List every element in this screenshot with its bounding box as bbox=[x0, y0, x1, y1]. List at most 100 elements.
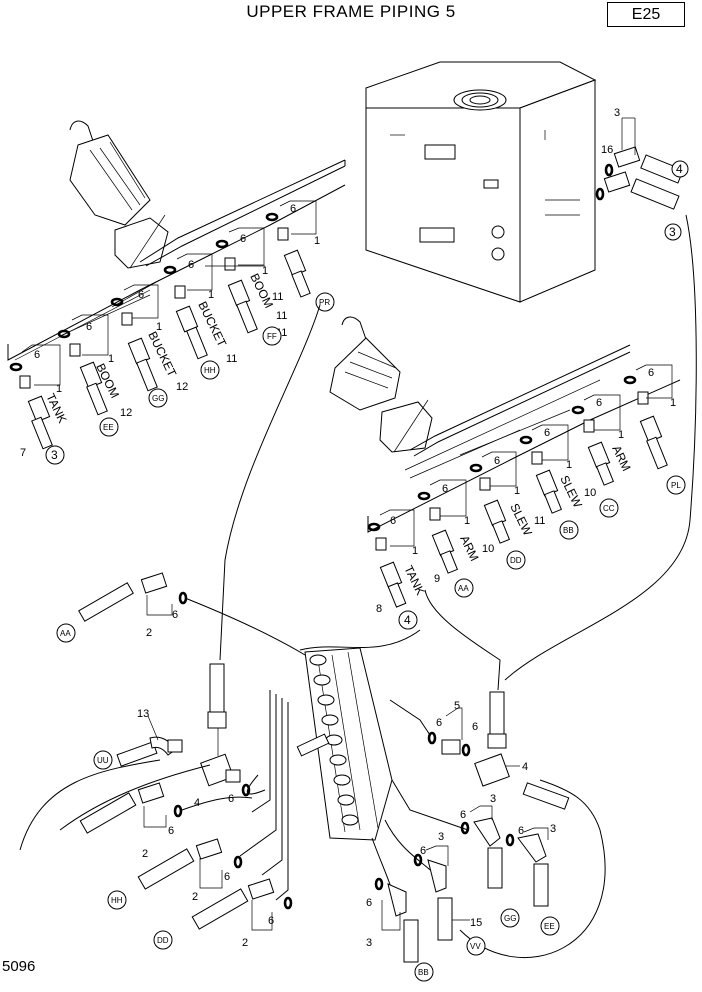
label-tank-right: TANK bbox=[401, 563, 427, 597]
fitting-uu bbox=[93, 715, 183, 770]
callout-15: 15 bbox=[470, 917, 482, 929]
callout-1-left-e: 1 bbox=[262, 265, 268, 277]
page-title: UPPER FRAME PIPING 5 bbox=[246, 2, 456, 21]
drawing-number: 5096 bbox=[2, 958, 36, 975]
right-port-circles bbox=[398, 475, 686, 630]
callout-10-b: 10 bbox=[584, 487, 596, 499]
callout-6-left-b: 6 bbox=[86, 321, 92, 333]
callout-6-left-d: 6 bbox=[188, 259, 194, 271]
callout-11-a: 11 bbox=[226, 353, 237, 365]
callout-1-left-b: 1 bbox=[108, 353, 114, 365]
callout-6-bb: 6 bbox=[366, 897, 372, 909]
callout-2-dd: 2 bbox=[242, 937, 248, 949]
port-label-pr: PR bbox=[319, 298, 330, 307]
port-label-aa-lower: AA bbox=[60, 629, 71, 638]
callout-3-tank-lower: 3 bbox=[669, 225, 676, 239]
port-label-uu: UU bbox=[97, 756, 109, 765]
port-label-dd-upper: DD bbox=[510, 556, 522, 565]
callout-6-right-b: 6 bbox=[442, 483, 448, 495]
fitting-ee bbox=[505, 827, 560, 936]
port-label-hh-upper: HH bbox=[204, 366, 216, 375]
callout-2-hh: 2 bbox=[192, 891, 198, 903]
fitting-gg bbox=[460, 805, 520, 928]
callout-11-c: 11 bbox=[276, 310, 287, 322]
fitting-bb bbox=[374, 877, 434, 982]
callout-5: 5 bbox=[454, 700, 460, 712]
callout-6-right-d: 6 bbox=[544, 427, 550, 439]
right-fittings bbox=[367, 375, 668, 608]
callout-6-hh: 6 bbox=[224, 871, 230, 883]
callout-2-aa: 2 bbox=[146, 627, 152, 639]
right-joystick bbox=[329, 316, 631, 457]
callout-6-elbow-1: 6 bbox=[168, 825, 174, 837]
callout-1-right-b: 1 bbox=[464, 515, 470, 527]
callout-6-center: 6 bbox=[228, 793, 234, 805]
left-leader-lines bbox=[21, 200, 317, 386]
page-code-box: E25 bbox=[607, 2, 685, 27]
callout-11-b: 11 bbox=[276, 327, 287, 339]
callout-2-elbow-1: 2 bbox=[142, 848, 148, 860]
callout-4-tank: 4 bbox=[676, 162, 683, 176]
callout-6-right-c: 6 bbox=[494, 455, 500, 467]
fitting-hh bbox=[107, 838, 243, 910]
port-label-ee-lower: EE bbox=[544, 922, 555, 931]
hydraulic-tank bbox=[365, 61, 597, 303]
port-label-dd-lower: DD bbox=[157, 936, 169, 945]
port-label-ee-upper: EE bbox=[103, 423, 114, 432]
callout-8: 8 bbox=[376, 603, 382, 615]
circle-label-4-right: 4 bbox=[404, 613, 411, 627]
callout-1-left-a: 1 bbox=[56, 383, 62, 395]
callout-6-valve-right: 6 bbox=[436, 717, 442, 729]
callout-16: 16 bbox=[601, 144, 613, 156]
callout-1-right-f: 1 bbox=[670, 397, 676, 409]
port-label-bb-lower: BB bbox=[418, 968, 429, 977]
callout-4-center: 4 bbox=[194, 797, 200, 809]
port-label-cc: CC bbox=[603, 504, 615, 513]
callout-1-right-a: 1 bbox=[412, 545, 418, 557]
callout-3-vv: 3 bbox=[438, 831, 444, 843]
tank-return-fittings bbox=[504, 117, 697, 681]
callout-11-right: 11 bbox=[534, 515, 545, 527]
callout-6-vv: 6 bbox=[420, 845, 426, 857]
callout-6-right-f: 6 bbox=[648, 367, 654, 379]
callout-6-right-vertical: 6 bbox=[472, 721, 478, 733]
fitting-dd bbox=[153, 878, 293, 950]
callout-11-d: 11 bbox=[272, 291, 283, 303]
fitting-vv bbox=[413, 845, 486, 956]
callout-3-ee: 3 bbox=[550, 823, 556, 835]
label-slew-right-a: SLEW bbox=[507, 501, 535, 538]
port-label-vv: VV bbox=[470, 942, 481, 951]
port-label-bb-upper: BB bbox=[563, 526, 574, 535]
fitting-center-vertical bbox=[200, 663, 251, 797]
callout-6-aa: 6 bbox=[172, 609, 178, 621]
callout-6-right-e: 6 bbox=[596, 397, 602, 409]
callout-1-right-d: 1 bbox=[566, 459, 572, 471]
fitting-5 bbox=[427, 707, 463, 755]
callout-6-left-e: 6 bbox=[240, 233, 246, 245]
left-joystick bbox=[69, 120, 346, 269]
circle-label-3-left: 3 bbox=[51, 448, 58, 462]
port-label-pl: PL bbox=[671, 481, 681, 490]
port-label-aa-upper: AA bbox=[458, 584, 469, 593]
callout-1-left-c: 1 bbox=[156, 321, 162, 333]
label-slew-right-b: SLEW bbox=[557, 473, 585, 510]
callout-7: 7 bbox=[20, 447, 26, 459]
callout-13: 13 bbox=[137, 708, 149, 720]
port-label-ff: FF bbox=[267, 332, 277, 341]
main-control-valve bbox=[296, 647, 393, 841]
callout-1-right-c: 1 bbox=[514, 485, 520, 497]
callout-4-right-vertical: 4 bbox=[522, 761, 528, 773]
fitting-right-vertical bbox=[461, 691, 570, 810]
callout-12-b: 12 bbox=[176, 381, 188, 393]
callout-6-ee: 6 bbox=[518, 825, 524, 837]
lower-hoses bbox=[59, 589, 501, 831]
left-port-circles bbox=[45, 292, 335, 465]
callout-6-left-f: 6 bbox=[290, 203, 296, 215]
callout-3-gg: 3 bbox=[490, 793, 496, 805]
callout-3-tank: 3 bbox=[614, 107, 620, 119]
label-arm-right-a: ARM bbox=[457, 533, 481, 563]
right-leader-lines bbox=[379, 364, 673, 547]
left-fittings bbox=[9, 212, 311, 450]
callout-6-dd: 6 bbox=[268, 915, 274, 927]
port-label-gg-upper: GG bbox=[152, 394, 164, 403]
